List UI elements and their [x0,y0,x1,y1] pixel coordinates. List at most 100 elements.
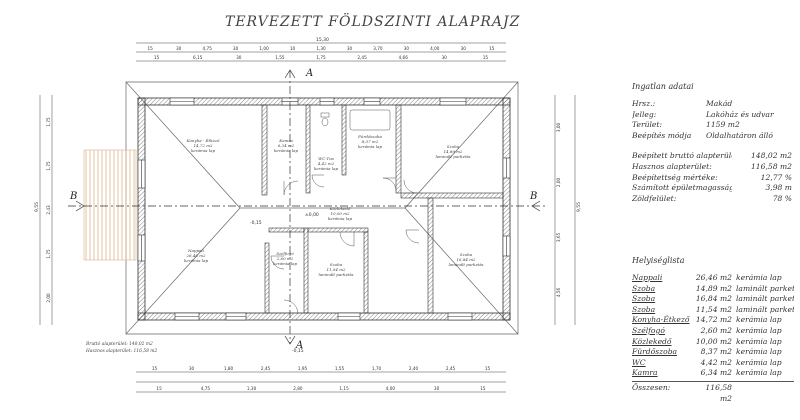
dimension-label: 1,70 [372,366,382,371]
svg-text:laminált parketta: laminált parketta [448,262,484,267]
stat-key: Zöldfelület: [632,193,677,203]
area-summary: Bruttó alapterület: 148,02 m2 Hasznos al… [86,341,157,355]
dimension-label: 2,45 [446,366,456,371]
svg-text:kerámia lap: kerámia lap [184,258,208,263]
section-b-left-label: B [69,191,77,202]
room-name: Nappali [632,273,663,282]
room-floor: kerámia lap [736,273,782,282]
dimension-label: 2,80 [293,386,303,391]
svg-text:Szélfogó: Szélfogó [276,251,294,256]
dimension-label: 15 [489,46,495,51]
dimension-label: 30 [461,46,467,51]
svg-text:14,89 m2: 14,89 m2 [443,149,463,154]
dimension-label: 3,65 [556,233,561,243]
room-name: Szoba [632,294,656,304]
stat-row: Beépítettség mértéke: 12,77 % [632,173,794,184]
dimension-label: 1,30 [316,46,326,51]
total-value: 116,58 m2 [705,382,732,403]
dimension-label: 1,95 [298,366,308,371]
dimension-label: 4,00 [430,46,440,51]
dimension-label: 3,70 [373,46,383,51]
dimension-label: 2,40 [409,366,419,371]
info-key: Hrsz.: [632,99,656,108]
room-list-header: Helyiséglista [632,256,685,265]
dimension-label: 30 [236,55,242,60]
svg-text:Fürdőszoba: Fürdőszoba [357,134,382,139]
svg-text:kerámia lap: kerámia lap [314,166,338,171]
dimension-label: 1,55 [335,366,345,371]
stat-value: 116,58 m2 [750,161,792,171]
stat-row: Számított épületmagasság:3,98 m [632,183,794,194]
room-floor: kerámia lap [736,325,782,335]
room-name: Fürdőszoba [632,347,678,357]
svg-text:Konyha - Étkező: Konyha - Étkező [186,138,220,143]
svg-text:WC-Tus: WC-Tus [318,156,334,161]
room-floor: laminált parketta [736,294,794,304]
dimension-label: 1,75 [46,249,51,259]
roof-outline [125,81,519,335]
dimension-label: 30 [442,55,448,60]
left-overall-dimension: 9,55 [34,202,40,212]
room-area: 11,54 m2 [695,304,732,314]
dimension-label: 1,55 [275,55,285,60]
dimension-label: 4,75 [203,46,213,51]
room-name: Közlekedő [632,336,672,346]
dimension-label: 1,75 [46,161,51,171]
svg-text:±0,00: ±0,00 [305,212,319,218]
room-name: WC [632,357,646,367]
room-area: 26,46 m2 [695,273,732,282]
room-area: 14,72 m2 [695,315,732,325]
right-dims: 3,002,003,654,56 [556,123,561,298]
svg-text:-0,15: -0,15 [250,220,262,226]
room-floor: kerámia lap [736,357,782,367]
svg-text:Nappali: Nappali [187,248,205,253]
svg-text:26,46 m2: 26,46 m2 [185,253,206,258]
dimension-label: 30 [189,366,195,371]
terrace-deck [83,149,137,261]
dimension-label: 15 [152,366,158,371]
room-floor: kerámia lap [736,315,782,325]
info-key: Beépítés módja [632,130,692,140]
right-dimension-lines [554,95,576,325]
svg-text:kerámia lap: kerámia lap [273,261,297,266]
stat-value: 148,02 m2 [750,151,792,161]
room-list-total: Összesen: 116,58 m2 [632,380,794,403]
svg-text:4,42 m2: 4,42 m2 [317,161,335,166]
dimension-label: 4,75 [201,386,211,391]
dimension-label: 1,30 [247,386,257,391]
room-name: Szélfogó [632,325,665,335]
right-overall-dimension: 9,55 [576,202,582,212]
stat-key: Beépített bruttó alapterület: [632,151,732,161]
svg-text:Kamra: Kamra [278,138,293,143]
room-floor: kerámia lap [736,336,782,346]
stat-key: Beépítettség mértéke: [632,172,718,182]
info-value: 1159 m2 [706,120,740,130]
top-overall-dimension: 15,30 [316,37,329,43]
dimension-label: 30 [233,46,239,51]
room-name: Szoba [632,283,656,293]
total-label: Összesen: [632,382,671,392]
windows [137,97,511,321]
dimension-label: 2,00 [46,293,51,303]
stat-value: 12,77 % [760,172,792,182]
room-floor: kerámia lap [736,347,782,357]
svg-text:laminált parketta: laminált parketta [318,272,354,277]
dimension-label: 30 [347,46,353,51]
room-area: 16,84 m2 [695,294,732,304]
stat-row: Beépített bruttó alapterület: 148,02 m2 [632,151,794,162]
